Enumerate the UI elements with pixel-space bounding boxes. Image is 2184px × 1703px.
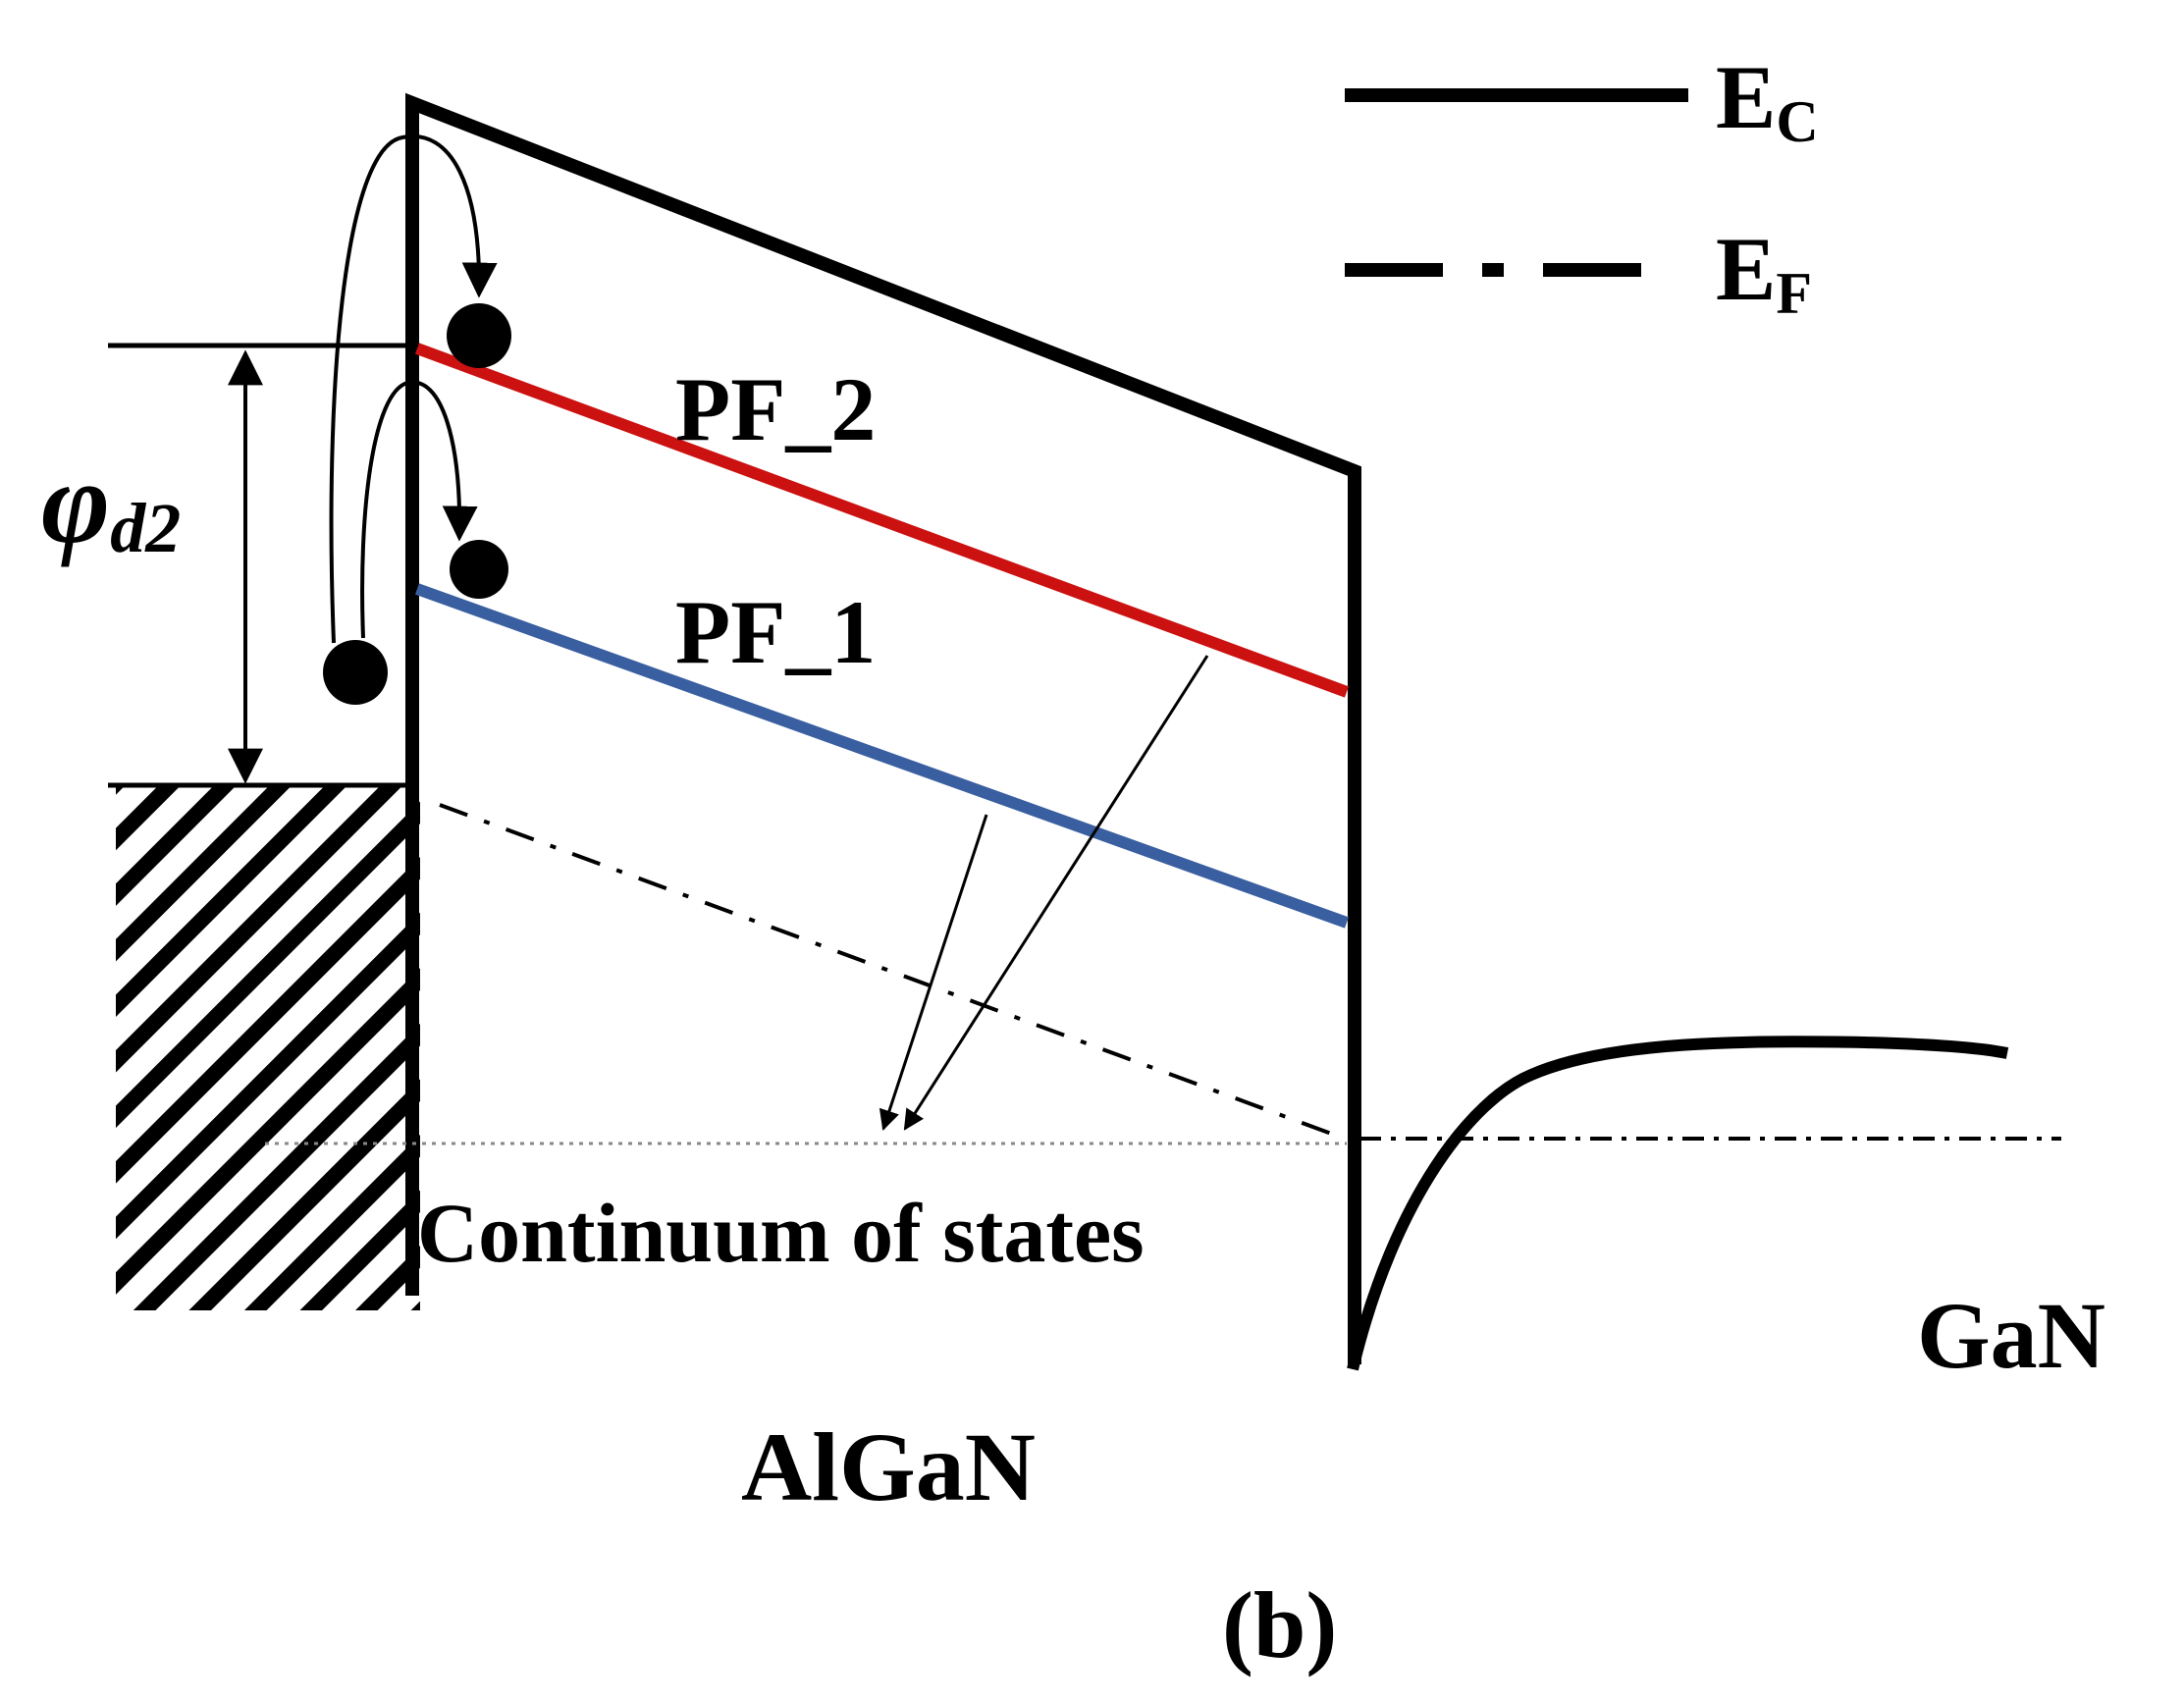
emission-arrow-pf2	[903, 655, 1209, 1131]
phi-d2-label: φd2	[41, 437, 181, 567]
gan-conduction-band	[1347, 1036, 2009, 1371]
pf1-trap-level	[414, 583, 1350, 929]
emission-arrow-pf1	[879, 814, 988, 1131]
fermi-level-algan	[439, 803, 1346, 1141]
hop-arrow-to-pf1	[360, 380, 478, 639]
metal-hatched-region	[116, 785, 420, 1310]
hop-arrow-to-pf2	[329, 133, 498, 644]
legend-ec-label: EC	[1716, 47, 1819, 154]
electron-pf2	[447, 303, 511, 368]
panel-label: (b)	[1222, 1572, 1337, 1677]
gan-label: GaN	[1917, 1283, 2105, 1388]
electron-metal	[323, 640, 388, 705]
algan-conduction-band	[405, 92, 1361, 1364]
pf2-trap-level	[414, 343, 1350, 698]
pf2-label: PF_2	[675, 359, 876, 459]
electron-pf1	[450, 540, 508, 599]
legend-ef-label: EF	[1716, 219, 1812, 326]
pf1-label: PF_1	[675, 582, 876, 682]
continuum-label: Continuum of states	[417, 1186, 1145, 1280]
algan-label: AlGaN	[741, 1412, 1036, 1521]
